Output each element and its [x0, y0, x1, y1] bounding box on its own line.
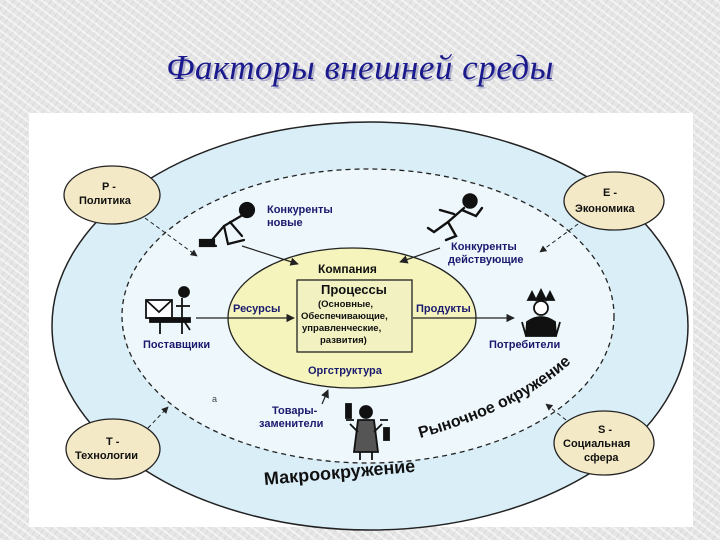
connector-s: [545, 403, 567, 421]
processes-box: [296, 279, 413, 353]
process-type-4: развития): [320, 335, 367, 346]
factor-s-name: Социальная: [563, 438, 631, 450]
consumers-label: Потребители: [489, 339, 561, 351]
products-label: Продукты: [416, 303, 471, 315]
arrow-new-competitors: [241, 245, 299, 266]
substitutes-label-2: заменители: [259, 418, 324, 430]
factor-p-name: Политика: [79, 195, 131, 207]
substitutes-label-1: Товары-: [272, 405, 318, 417]
suppliers-label: Поставщики: [143, 339, 211, 351]
connector-t: [147, 406, 169, 429]
factor-s-ellipse: [553, 410, 655, 476]
stray-mark: a: [212, 394, 218, 404]
page-title-shadow: Факторы внешней среды: [168, 50, 556, 89]
new-competitors-label-1: Конкуренты: [267, 204, 333, 216]
company-label: Компания: [318, 262, 377, 276]
new-competitor-icon: [198, 201, 256, 248]
factor-s-letter: S -: [598, 424, 613, 436]
new-competitors-label-2: новые: [267, 217, 303, 229]
factor-e-letter: E -: [603, 187, 618, 199]
processes-label: Процессы: [321, 282, 387, 297]
factor-t-ellipse: [65, 418, 161, 480]
active-competitor-icon: [426, 193, 484, 242]
resources-label: Ресурсы: [233, 303, 281, 315]
active-competitors-label-2: действующие: [448, 254, 524, 266]
arrow-active-competitors: [399, 247, 441, 264]
page-title: Факторы внешней среды: [166, 48, 554, 87]
factor-p-letter: P -: [102, 181, 116, 193]
factor-e-ellipse: [563, 171, 665, 231]
process-type-2: Обеспечивающие,: [301, 311, 388, 322]
arrow-substitutes: [321, 389, 329, 405]
connector-e: [539, 223, 579, 253]
factor-p-ellipse: [63, 165, 161, 225]
connector-p: [144, 217, 198, 257]
substitutes-icon: [345, 403, 390, 460]
active-competitors-label-1: Конкуренты: [451, 241, 517, 253]
process-type-3: управленческие,: [302, 323, 382, 334]
factor-e-name: Экономика: [575, 203, 635, 215]
process-type-1: (Основные,: [318, 299, 373, 310]
factor-t-letter: T -: [106, 436, 120, 448]
factor-t-name: Технологии: [75, 450, 139, 462]
org-structure-label: Оргструктура: [308, 365, 382, 377]
supplier-icon: [145, 286, 191, 334]
consumer-icon: [521, 287, 561, 337]
factor-s-name2: сфера: [584, 452, 619, 464]
